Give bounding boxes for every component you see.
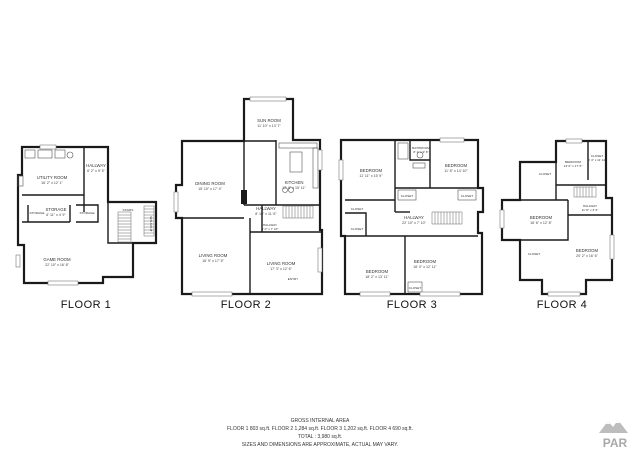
room-name: BEDROOM [565, 160, 581, 164]
room-name: HALLWAY [86, 163, 106, 168]
room-name: BEDROOM [530, 215, 553, 220]
room-dims: 13' 0" x 17' 6" [564, 164, 583, 168]
floor-2-plan: SUN ROOM 11' 10" x 13' 7" DINING ROOM 15… [173, 96, 324, 311]
room-dims: 20' 2" x 16' 6" [576, 254, 598, 258]
room-name: STORAGE [29, 211, 44, 215]
room-name: KITCHEN [285, 180, 304, 185]
room-dims: 11' 10" x 13' 7" [257, 124, 281, 128]
floor-3-plan: BEDROOM 11' 11" x 15' 9" BATHROOM 8' 1" … [338, 137, 485, 311]
room-dims: 17' 3" x 12' 6" [270, 267, 292, 271]
area-summary: GROSS INTERNAL AREA FLOOR 1 803 sq.ft. F… [227, 418, 413, 448]
room-name: LIVING ROOM [199, 253, 228, 258]
room-name: BEDROOM [366, 269, 389, 274]
room-dims: 22' 10" x 7' 10" [402, 221, 426, 225]
room-name: CLOSET [401, 194, 413, 198]
mountain-logo-icon: PAR [599, 420, 628, 450]
room-dims: 16' 2" x 12' 1" [41, 181, 63, 185]
room-name: BEDROOM [360, 168, 383, 173]
room-name: BEDROOM [576, 248, 599, 253]
room-name: BEDROOM [414, 259, 437, 264]
room-dims: 12' 8" x 15' 11" [282, 186, 306, 190]
room-dims: 11' 11" x 15' 9" [359, 174, 383, 178]
floor-label: FLOOR 3 [387, 299, 438, 311]
room-dims: 15' 10" x 17' 4" [198, 187, 222, 191]
room-dims: 16' 0" x 12' 11" [413, 265, 437, 269]
room-name: GAME ROOM [43, 257, 71, 262]
floor-label: FLOOR 4 [537, 299, 588, 311]
room-dims: 22' 10" x 16' 8" [45, 263, 69, 267]
summary-floor-areas: FLOOR 1 803 sq.ft. FLOOR 2 1,284 sq.ft. … [227, 426, 413, 432]
summary-total: TOTAL : 3,980 sq.ft. [298, 434, 342, 440]
room-dims: 8' 10" x 11' 6" [255, 212, 277, 216]
room-dims: 6' 11" x 4' 9" [46, 213, 66, 217]
room-name: DINING ROOM [195, 181, 225, 186]
logo-text: PAR [603, 436, 628, 450]
room-name: HALLWAY [404, 215, 424, 220]
room-name: CLOSET [351, 227, 363, 231]
room-name: HALLWAY [263, 223, 277, 227]
room-name: HALLWAY [256, 206, 276, 211]
summary-disclaimer: SIZES AND DIMENSIONS ARE APPROXIMATE, AC… [242, 442, 399, 448]
room-dims: 6' 2" x 9' 5" [87, 169, 105, 173]
room-name: SUN ROOM [257, 118, 281, 123]
floor-4-plan: BEDROOM 13' 0" x 17' 6" CLOSET 4' 4" x 1… [499, 138, 615, 311]
room-dims: 16' 9" x 17' 5" [202, 259, 224, 263]
floor-label: FLOOR 1 [61, 299, 112, 311]
room-name: CLOSET [528, 252, 540, 256]
room-name: STAIRS [123, 208, 134, 212]
room-dims: 4' 0" x 7' 10" [262, 227, 279, 231]
room-name: UTILITY ROOM [37, 175, 68, 180]
room-dims: 16' 6" x 12' 8" [530, 221, 552, 225]
room-name: LIVING ROOM [267, 261, 296, 266]
room-name: CLOSET [351, 207, 363, 211]
room-name: STORAGE [79, 211, 94, 215]
room-name: HALLWAY [583, 204, 597, 208]
room-dims: 11' 8" x 14' 10" [444, 169, 468, 173]
room-name: CLOSET [409, 286, 421, 290]
room-dims: 4' 4" x 11' 11" [588, 158, 606, 162]
room-dims: 8' 1" x 9' 6" [413, 150, 428, 154]
room-dims: 11' 8" x 3' 6" [582, 208, 599, 212]
room-dims: 18' 2" x 13' 11" [365, 275, 389, 279]
room-name: CLOSET [461, 194, 473, 198]
room-name: WALKOUT [149, 216, 153, 231]
room-name: CLOSET [539, 172, 551, 176]
room-name: ENTRY [288, 277, 298, 281]
room-name: STORAGE [46, 207, 67, 212]
summary-title: GROSS INTERNAL AREA [291, 418, 350, 424]
floor-1-plan: UTILITY ROOM 16' 2" x 12' 1" HALLWAY 6' … [15, 144, 158, 311]
room-name: BEDROOM [445, 163, 468, 168]
room-name: BATHROOM [412, 146, 430, 150]
room-name: CLOSET [591, 154, 603, 158]
floor-label: FLOOR 2 [221, 299, 272, 311]
